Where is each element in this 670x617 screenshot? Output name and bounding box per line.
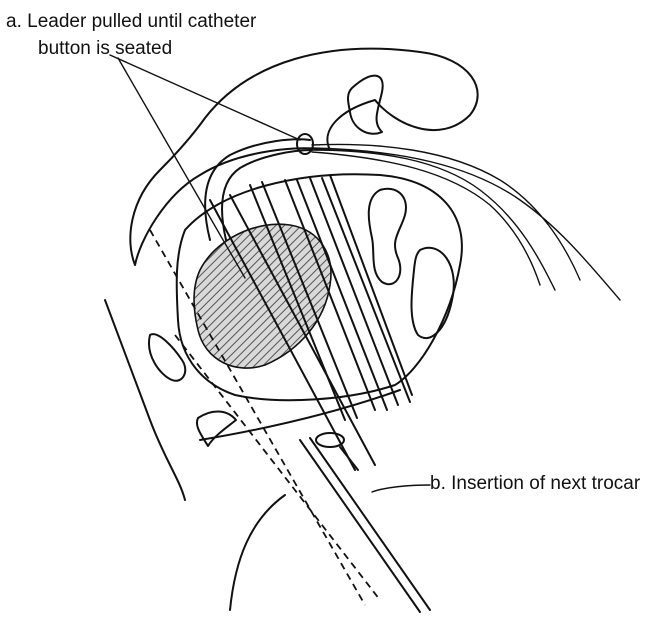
label-b-pointer [372,485,430,492]
next-trocar [300,440,420,612]
epiglottis [197,412,236,447]
bone-process [348,76,383,134]
label-b: b. Insertion of next trocar [430,472,640,496]
label-a-line1: a. Leader pulled until catheter [6,10,256,34]
trocar-guide-2 [175,335,380,600]
label-a-line2: button is seated [38,37,172,61]
leader-strands [312,144,620,300]
label-a-arrow-2 [118,58,245,278]
pharynx-inner [149,334,185,381]
neck-contour [230,495,285,610]
leader-tube [205,139,310,240]
pharynx-wall [105,300,185,500]
tonsil-shape [412,248,454,338]
uvula-shape [369,189,406,284]
